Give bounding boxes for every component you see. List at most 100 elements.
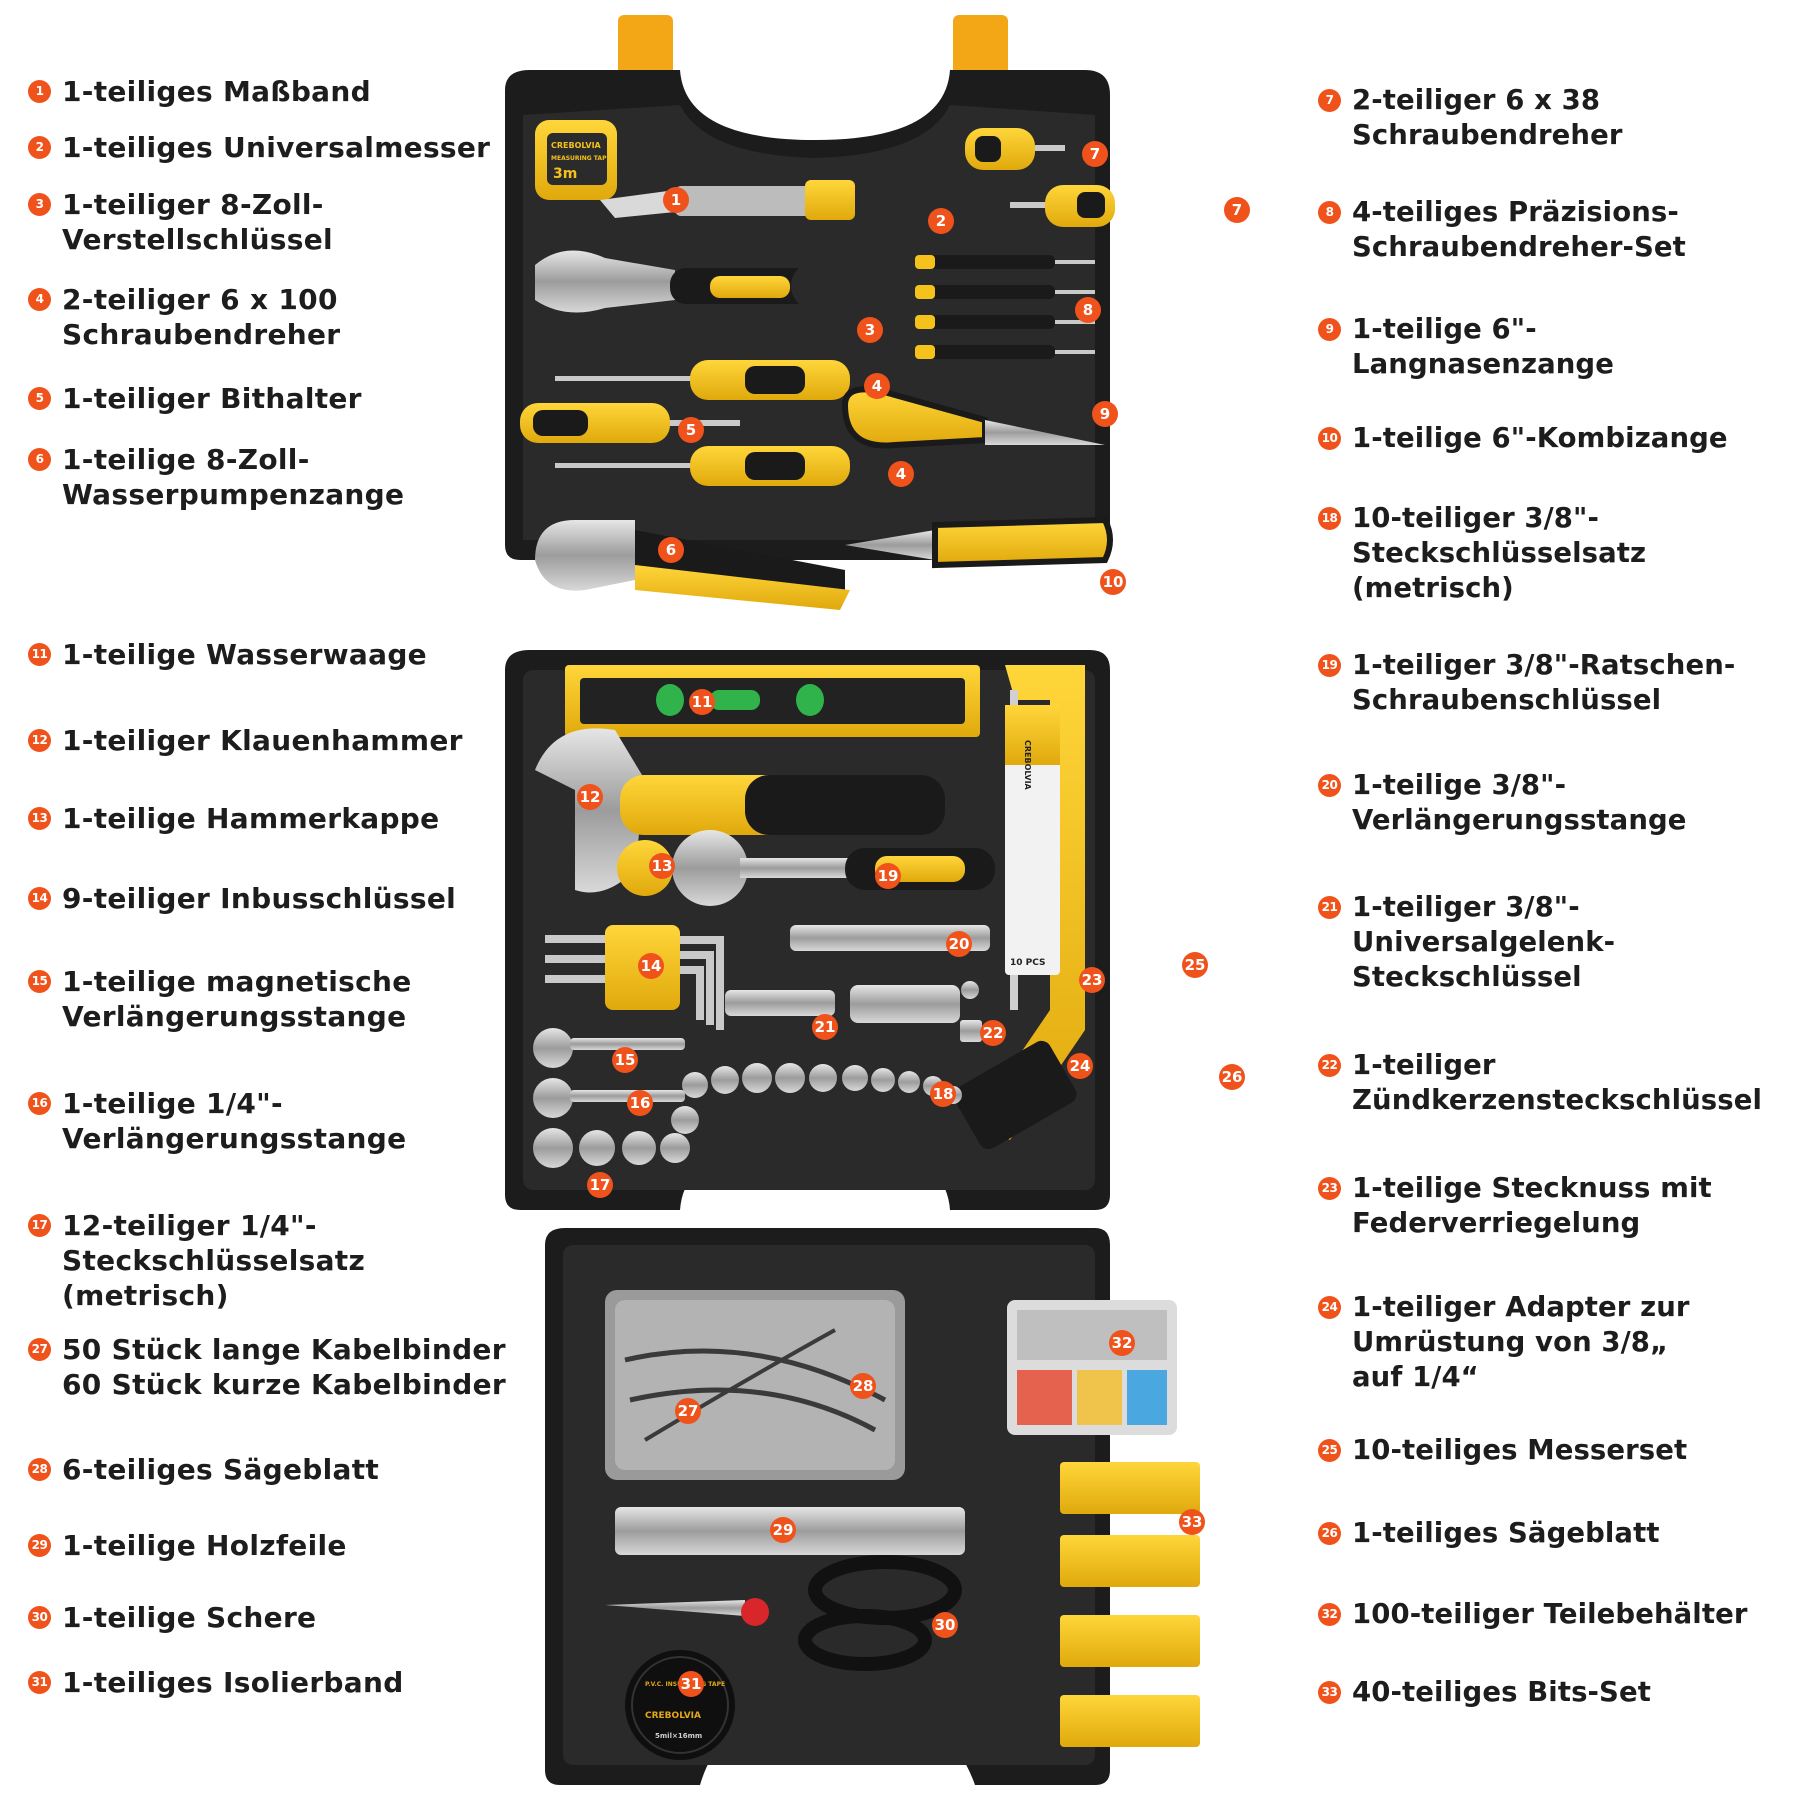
svg-text:17: 17 (590, 1176, 611, 1194)
item-label: 1-teiliges Universalmesser (62, 131, 491, 164)
photo-badge-1: 1 (663, 187, 689, 213)
precision-screwdriver-set (915, 255, 1095, 359)
photo-badge-18: 18 (930, 1081, 956, 1107)
item-number-badge: 2 (28, 136, 51, 159)
item-number-badge: 27 (28, 1338, 51, 1361)
tool-case-photo: CREBOLVIA MEASURING TAPE 3m (505, 15, 1250, 1785)
tape-measure: CREBOLVIA MEASURING TAPE 3m (535, 120, 617, 200)
photo-badge-30: 30 (932, 1612, 958, 1638)
item-number-badge: 16 (28, 1092, 51, 1115)
photo-badge-24: 24 (1067, 1053, 1093, 1079)
svg-text:9: 9 (1100, 405, 1110, 423)
legend-item-32: 32 100-teiliger Teilebehälter (1318, 1597, 1800, 1632)
svg-text:24: 24 (1070, 1057, 1091, 1075)
magnetic-extension-bar (570, 1038, 685, 1050)
universal-joint (725, 990, 835, 1016)
photo-badge-31: 31 (678, 1671, 704, 1697)
water-pump-pliers (535, 520, 850, 610)
bit-set (1060, 1462, 1200, 1747)
item-label: 1-teiliger 3/8"-Ratschen- Schraubenschlü… (1352, 649, 1736, 716)
spirit-level (565, 665, 980, 737)
item-number-badge: 1 (28, 80, 51, 103)
svg-text:10: 10 (1103, 573, 1124, 591)
item-number-badge: 20 (1318, 774, 1341, 797)
item-label: 1-teilige 1/4"- Verlängerungsstange (62, 1087, 407, 1155)
photo-badge-10: 10 (1100, 569, 1126, 595)
item-number-badge: 17 (28, 1214, 51, 1237)
knife-blade-pack: CREBOLVIA 10 PCS (1005, 705, 1060, 975)
cable-tie-box (605, 1290, 905, 1480)
svg-text:25: 25 (1185, 956, 1206, 974)
item-number-badge: 32 (1318, 1603, 1341, 1626)
spring-lock-socket (961, 981, 979, 999)
item-label: 1-teiliges Isolierband (62, 1666, 404, 1699)
item-label: 4-teiliges Präzisions- Schraubendreher-S… (1352, 196, 1686, 263)
photo-badge-19: 19 (875, 863, 901, 889)
photo-badge-21: 21 (812, 1014, 838, 1040)
photo-badge-25: 25 (1182, 952, 1208, 978)
extension-bar-1-4 (570, 1090, 685, 1102)
item-number-badge: 24 (1318, 1296, 1341, 1319)
tape-caption-text: MEASURING TAPE (551, 155, 611, 162)
svg-text:31: 31 (681, 1675, 702, 1693)
svg-text:1: 1 (671, 191, 681, 209)
item-label: 2-teiliger 6 x 38 Schraubendreher (1352, 84, 1623, 151)
svg-text:8: 8 (1083, 301, 1093, 319)
svg-text:18: 18 (933, 1085, 954, 1103)
item-label: 1-teilige Stecknuss mit Federverriegelun… (1352, 1172, 1712, 1239)
svg-text:26: 26 (1222, 1068, 1243, 1086)
svg-text:4: 4 (896, 465, 906, 483)
scissors (605, 1555, 962, 1671)
photo-badge-6: 6 (658, 537, 684, 563)
photo-badge-7a: 7 (1082, 141, 1108, 167)
extension-bar-3-8 (790, 925, 990, 951)
svg-text:3: 3 (865, 321, 875, 339)
svg-text:27: 27 (678, 1402, 699, 1420)
item-label: 1-teilige 8-Zoll- Wasserpumpenzange (62, 443, 405, 511)
item-label: 1-teilige magnetische Verlängerungsstang… (62, 965, 412, 1033)
photo-badge-17: 17 (587, 1172, 613, 1198)
case-bottom-section: P.V.C. INSULATING TAPE CREBOLVIA 5mil×16… (545, 1228, 1200, 1785)
socket-adapter (960, 1020, 982, 1042)
item-number-badge: 21 (1318, 896, 1341, 919)
item-label: 1-teilige Hammerkappe (62, 802, 440, 835)
photo-badge-8: 8 (1075, 297, 1101, 323)
utility-knife (600, 180, 855, 220)
photo-badge-4b: 4 (888, 461, 914, 487)
long-nose-pliers (841, 386, 1105, 449)
item-label: 9-teiliger Inbusschlüssel (62, 882, 457, 915)
photo-badge-7b: 7 (1224, 197, 1250, 223)
item-label: 40-teiliges Bits-Set (1352, 1676, 1651, 1708)
photo-badge-5: 5 (678, 417, 704, 443)
item-label: 100-teiliger Teilebehälter (1352, 1598, 1748, 1630)
photo-badge-26: 26 (1219, 1064, 1245, 1090)
item-number-badge: 33 (1318, 1681, 1341, 1704)
svg-text:21: 21 (815, 1018, 836, 1036)
item-label: 12-teiliger 1/4"- Steckschlüsselsatz (me… (62, 1209, 366, 1312)
item-label: 1-teilige Holzfeile (62, 1529, 347, 1562)
item-label: 1-teiliger Klauenhammer (62, 724, 463, 757)
item-number-badge: 4 (28, 288, 51, 311)
svg-text:2: 2 (936, 212, 946, 230)
item-number-badge: 29 (28, 1534, 51, 1557)
svg-text:30: 30 (935, 1616, 956, 1634)
item-number-badge: 26 (1318, 1522, 1341, 1545)
item-number-badge: 9 (1318, 318, 1341, 341)
svg-text:29: 29 (773, 1521, 794, 1539)
